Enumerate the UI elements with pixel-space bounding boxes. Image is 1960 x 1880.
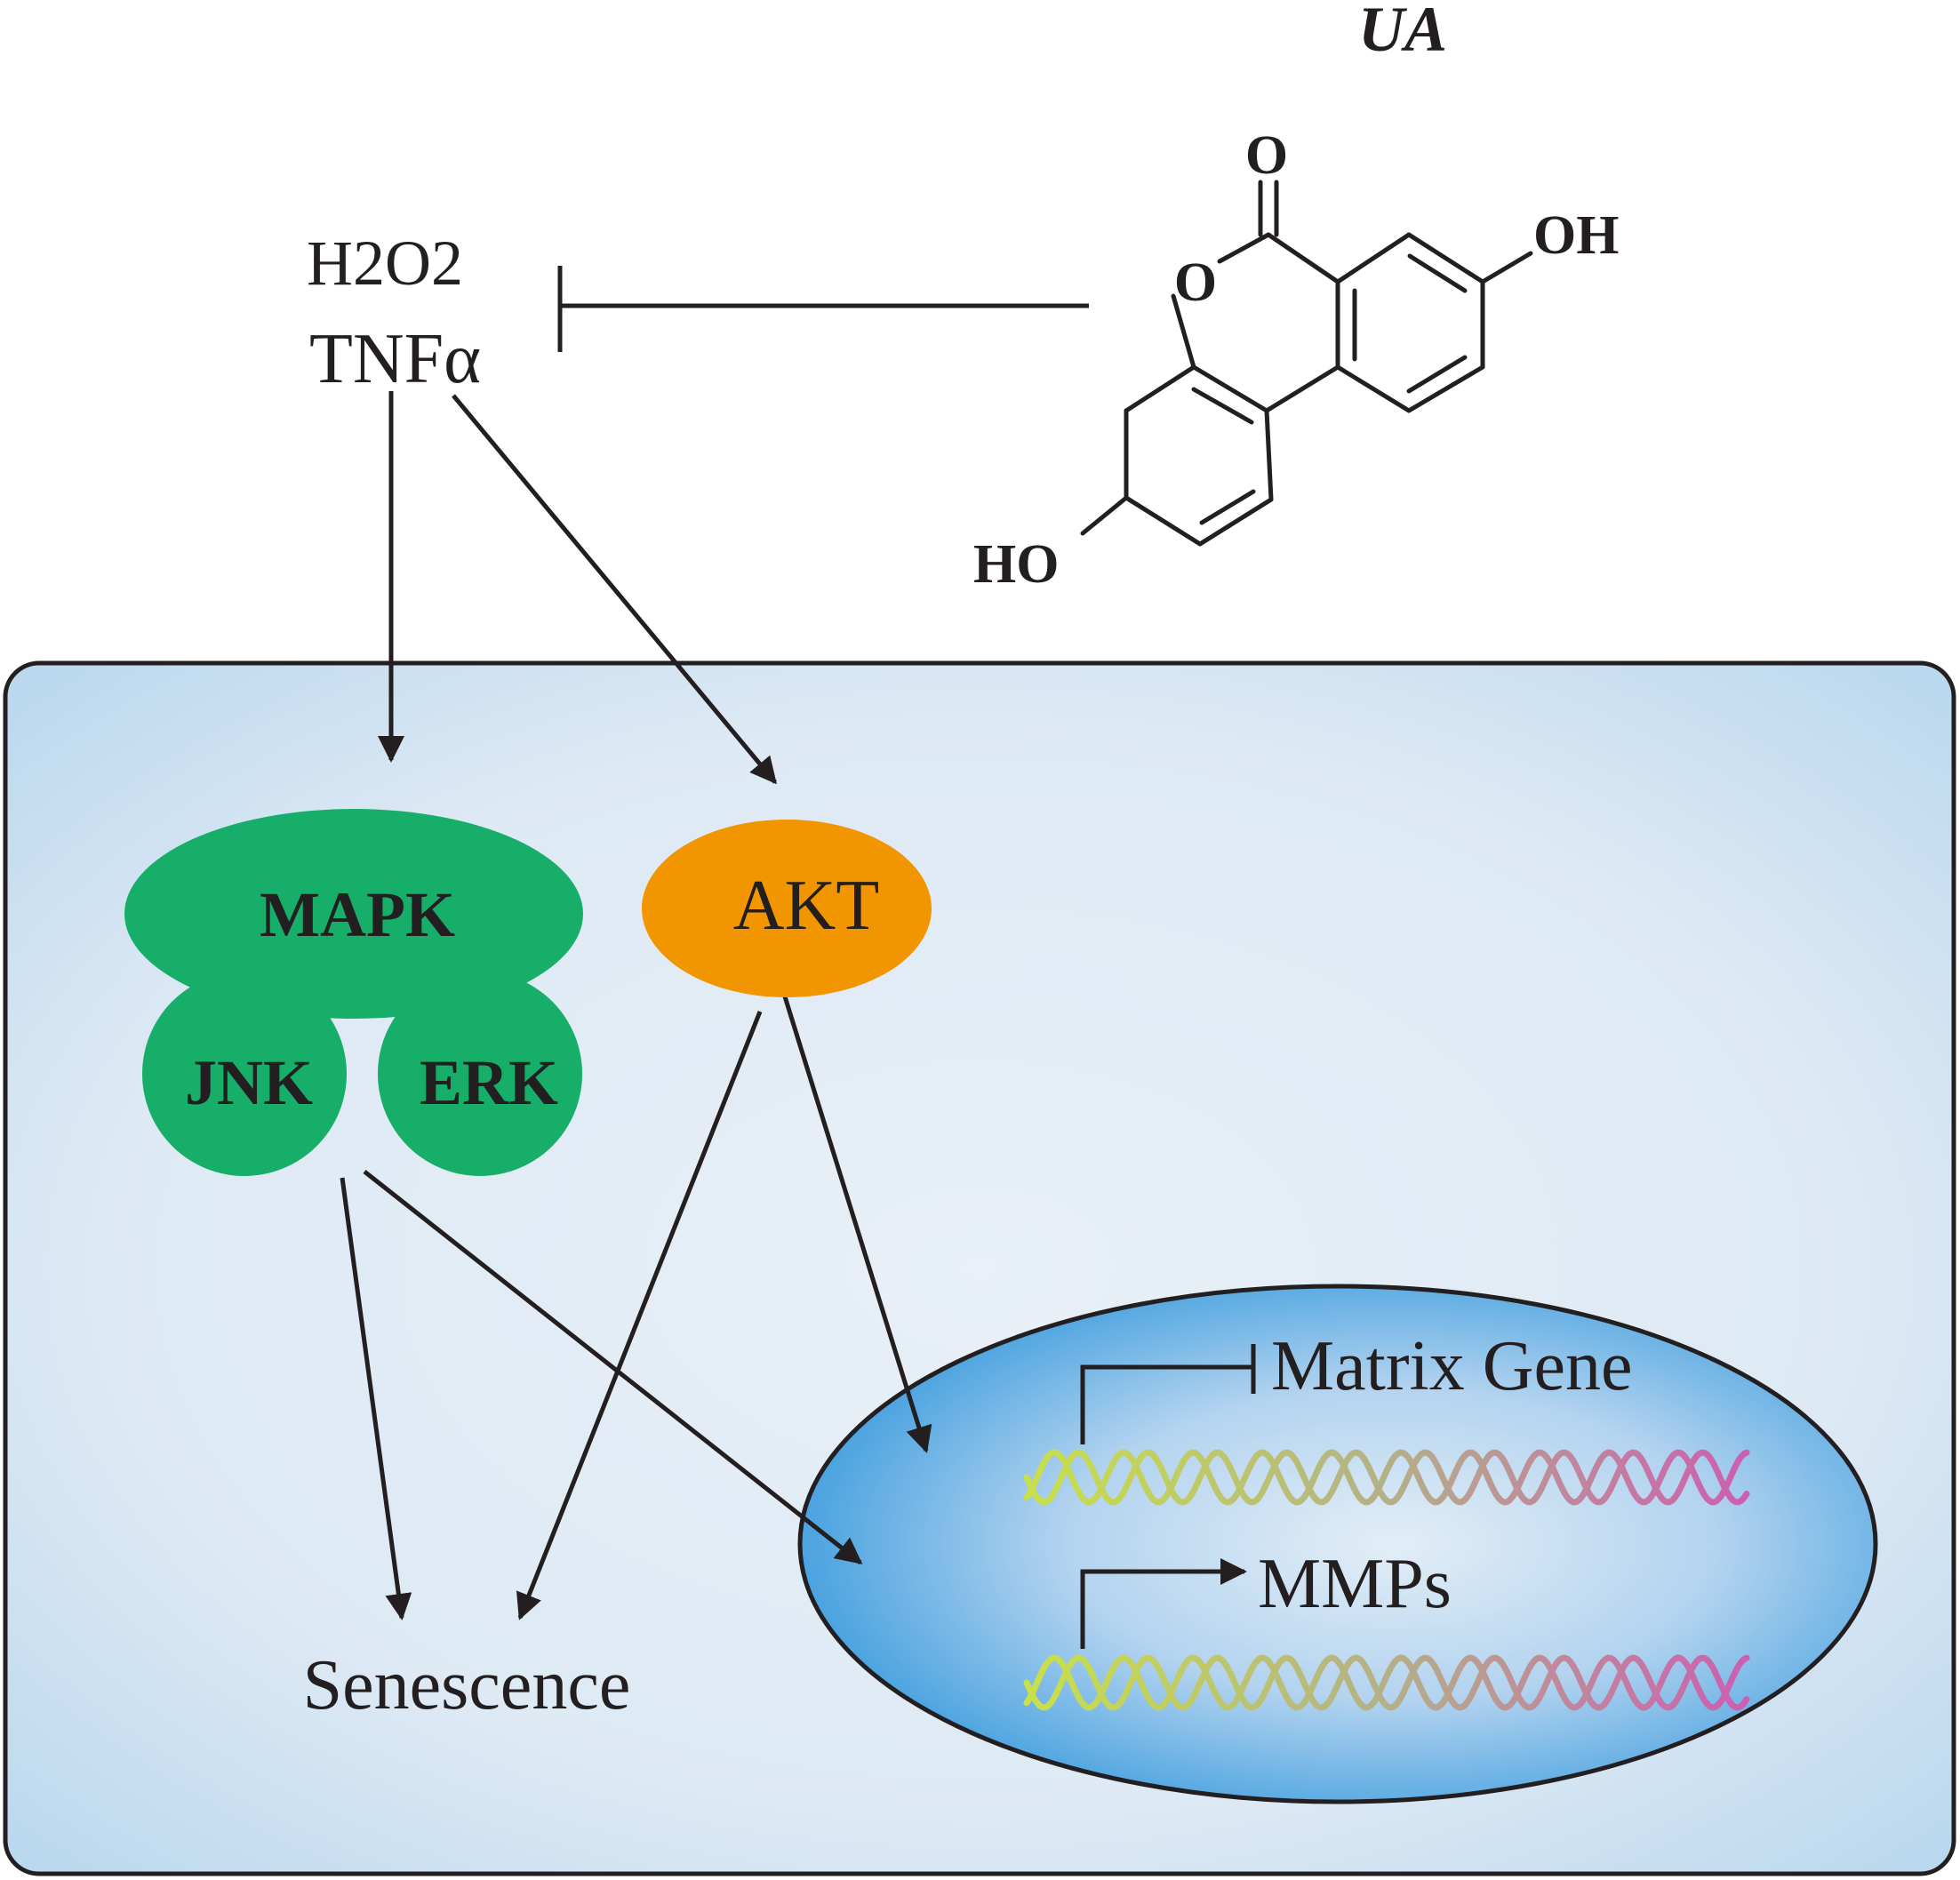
mapk-label: MAPK bbox=[260, 879, 455, 950]
arrow-tnfa-to-akt bbox=[452, 394, 777, 785]
mapk-node bbox=[124, 809, 583, 1019]
arrow-mapk-to-senescence bbox=[340, 1177, 412, 1620]
ring-oxygen: O bbox=[1174, 252, 1217, 313]
jnk-node bbox=[142, 972, 347, 1176]
mapk-complex bbox=[124, 809, 583, 1176]
stimulus-h2o2: H2O2 bbox=[307, 228, 463, 299]
erk-node bbox=[378, 972, 582, 1176]
mmps-activation bbox=[1080, 1558, 1247, 1649]
matrix-gene-inhibition bbox=[1080, 1364, 1253, 1444]
erk-label: ERK bbox=[420, 1047, 558, 1118]
ua-label: UA bbox=[1358, 0, 1447, 65]
arrow-akt-to-senescence bbox=[516, 1011, 763, 1620]
ua-inhibition-line bbox=[557, 266, 1089, 352]
dna-helix-bottom bbox=[1023, 1654, 1750, 1711]
stimulus-tnfa: TNFα bbox=[309, 320, 481, 398]
hydroxyl-top: OH bbox=[1533, 205, 1619, 266]
pathway-arrows bbox=[340, 391, 932, 1620]
gene-promoters bbox=[1080, 1344, 1256, 1649]
senescence-label: Senescence bbox=[303, 1646, 631, 1724]
dna-helix-top bbox=[1023, 1449, 1750, 1506]
hydroxyl-bottom: HO bbox=[973, 534, 1059, 595]
jnk-label: JNK bbox=[185, 1047, 313, 1118]
arrow-mapk-to-nucleus bbox=[363, 1170, 863, 1564]
matrix-gene-label: Matrix Gene bbox=[1271, 1327, 1633, 1405]
arrow-akt-to-nucleus bbox=[781, 993, 932, 1453]
ua-chemical-structure bbox=[1080, 180, 1533, 547]
akt-label: AKT bbox=[733, 867, 879, 945]
mmps-label: MMPs bbox=[1258, 1545, 1452, 1623]
carbonyl-oxygen: O bbox=[1245, 125, 1288, 186]
akt-node bbox=[642, 820, 932, 997]
